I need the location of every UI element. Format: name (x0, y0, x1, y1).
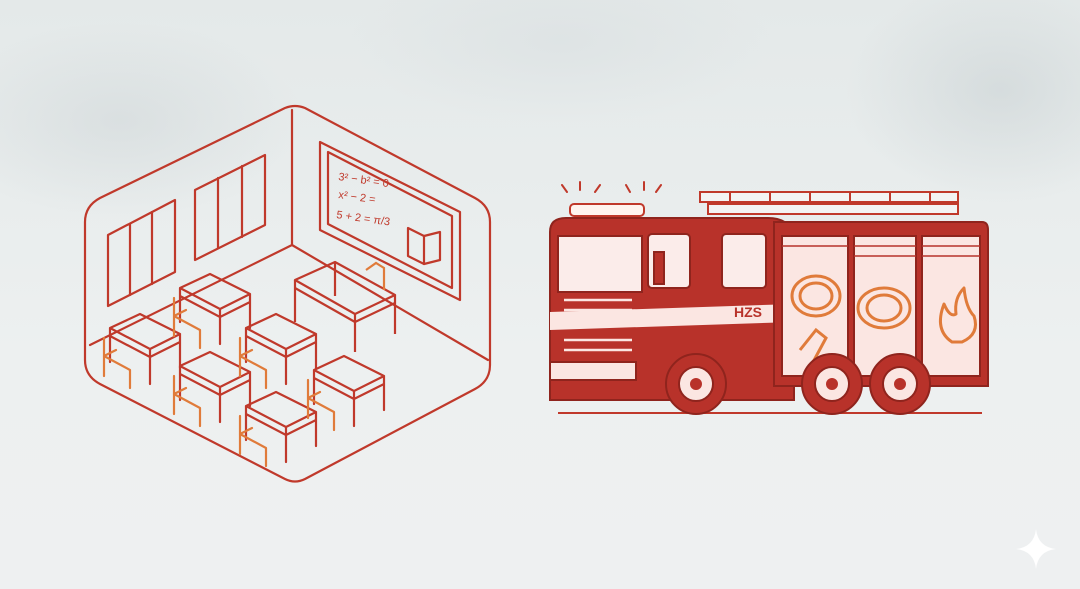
blackboard-line-2: x² − 2 = (338, 189, 377, 206)
wheel-rear-2 (869, 353, 931, 415)
hose-reel (856, 286, 912, 330)
grille (564, 298, 632, 352)
firetruck-illustration: HZS (549, 181, 989, 415)
student-desk (172, 272, 252, 350)
flame-icon (938, 286, 977, 344)
side-mirror (653, 251, 665, 285)
hose-reel (790, 274, 842, 318)
beacon-lights (561, 181, 662, 217)
student-desk (238, 312, 318, 390)
cab-window-rear (721, 233, 767, 289)
sparkle-icon (1016, 529, 1056, 569)
classroom-illustration: 3² − b² = 0 x² − 2 = 5 + 2 = π/3 (83, 104, 492, 483)
blackboard-line-3: 5 + 2 = π/3 (336, 209, 391, 228)
window-left-1 (106, 198, 177, 308)
bumper (549, 361, 637, 381)
nozzle (798, 327, 828, 365)
room-outline (83, 104, 492, 483)
student-desk (238, 390, 318, 468)
wheel-front (665, 353, 727, 415)
book-icon (406, 226, 442, 266)
window-left-2 (193, 153, 267, 262)
blackboard-frame (318, 140, 462, 302)
student-desk (102, 312, 182, 390)
teacher-desk (293, 260, 397, 316)
windshield (557, 235, 643, 293)
wheel-rear-1 (801, 353, 863, 415)
student-desk (172, 350, 252, 428)
student-desk (306, 354, 386, 432)
ladder (699, 191, 959, 215)
hose-compartment (781, 235, 981, 377)
truck-label: HZS (734, 304, 762, 320)
